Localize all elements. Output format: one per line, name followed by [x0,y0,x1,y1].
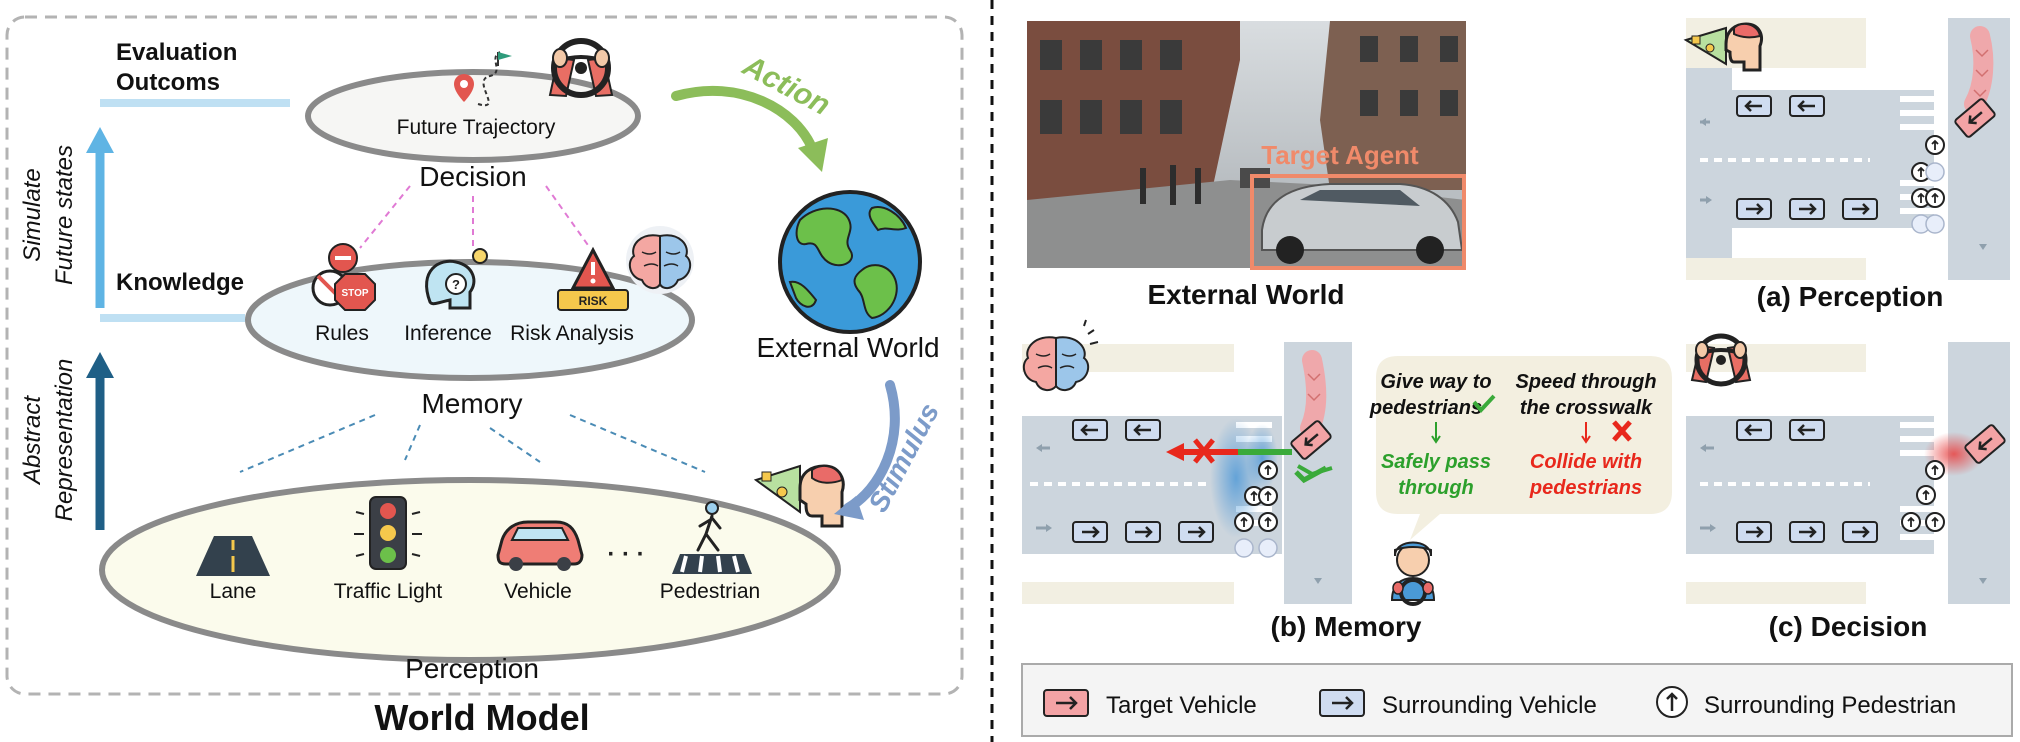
location-pin-icon [454,74,474,102]
target-agent-box [1250,174,1466,270]
target-agent-label: Target Agent [1261,140,1419,170]
abstract-label: Abstract [19,395,46,486]
rules-label: Rules [315,322,369,345]
vehicle-icon [496,520,584,571]
decision-label: Decision [419,161,526,192]
stop-sign-text: STOP [341,288,368,299]
street-photo [1027,21,1466,268]
legend-surrounding-vehicle-label: Surrounding Vehicle [1382,692,1597,719]
stop-sign-icon: STOP [311,243,376,311]
bubble-option-left-line2: pedestrians [1369,397,1482,419]
representation-label: Representation [51,359,78,522]
svg-text:?: ? [452,277,460,292]
future-trajectory-label: Future Trajectory [397,116,556,139]
legend-box [1021,663,2013,737]
decision-target-vehicle [1964,424,2006,464]
decision-vehicles [1736,419,1878,543]
brain-icon [626,226,694,294]
knowledge-label: Knowledge [116,269,244,296]
bubble-outcome-left-line2: through [1398,477,1474,499]
bubble-option-left-line1: Give way to [1380,371,1491,393]
check-icon [1472,394,1496,413]
perception-target-vehicle [1954,26,1996,138]
future-states-label: Future states [51,145,78,285]
bubble-option-right-line1: Speed through [1515,371,1656,393]
vehicle-label: Vehicle [504,580,572,603]
perception-caption: (a) Perception [1757,281,1944,312]
bubble-outcome-left-line1: Safely pass [1381,451,1491,473]
stimulus-label: Stimulus [862,398,945,517]
legend-target-vehicle-label: Target Vehicle [1106,692,1257,719]
perception-vehicles [1736,95,1878,220]
photo-caption: External World [1147,279,1344,310]
risk-sign-text: RISK [579,294,608,308]
simulate-label: Simulate [19,168,46,261]
bubble-option-right-line2: the crosswalk [1520,397,1653,419]
evaluation-label: Evaluation [116,39,237,66]
observer-head-icon [753,464,845,528]
legend-pedestrian-label: Surrounding Pedestrian [1704,692,1956,719]
memory-speed-arrow [1166,438,1333,484]
memory-brain-icon [1022,319,1099,392]
bubble-outcome-right-line1: Collide with [1530,451,1642,473]
legend-surrounding-vehicle-icon [1319,689,1365,717]
perception-ellipse [99,477,841,663]
ellipsis: · · · [607,541,644,568]
globe-icon [778,190,922,334]
action-arrow [671,85,817,153]
world-model-frame [5,15,964,696]
outcoms-label: Outcoms [116,69,220,96]
driver-icon [1390,541,1436,606]
perception-head-icon [1683,22,1763,72]
memory-label: Memory [421,388,522,419]
memory-target-vehicle [1290,350,1332,460]
lane-label: Lane [210,580,257,603]
flag-icon [497,52,512,66]
external-world-label: External World [756,332,939,363]
steering-wheel-icon [548,38,614,98]
decision-caption: (c) Decision [1769,611,1928,642]
world-model-title: World Model [374,697,589,738]
legend-pedestrian-icon [1656,686,1688,718]
inference-label: Inference [404,322,492,345]
bubble-outcome-right-line2: pedestrians [1529,477,1642,499]
stimulus-arrow [843,380,900,513]
decision-pedestrians [1901,460,1945,532]
traffic-light-label: Traffic Light [334,580,443,603]
risk-warning-icon: RISK [557,246,629,311]
legend-target-vehicle-icon [1043,689,1089,717]
decision-steering-wheel-icon [1690,333,1752,387]
pedestrian-label: Pedestrian [660,580,760,603]
memory-pedestrians [1234,460,1278,558]
cross-icon [1612,420,1632,442]
pedestrian-crosswalk-icon [672,501,752,574]
lane-icon [196,536,270,576]
decision-bubble [1376,356,1672,540]
perception-label: Perception [405,653,539,684]
risk-analysis-label: Risk Analysis [510,322,634,345]
memory-caption: (b) Memory [1271,611,1422,642]
perception-pedestrians [1911,135,1945,234]
inference-head-icon: ? [425,248,488,310]
memory-vehicles [1072,419,1214,543]
traffic-light-icon [354,496,422,570]
